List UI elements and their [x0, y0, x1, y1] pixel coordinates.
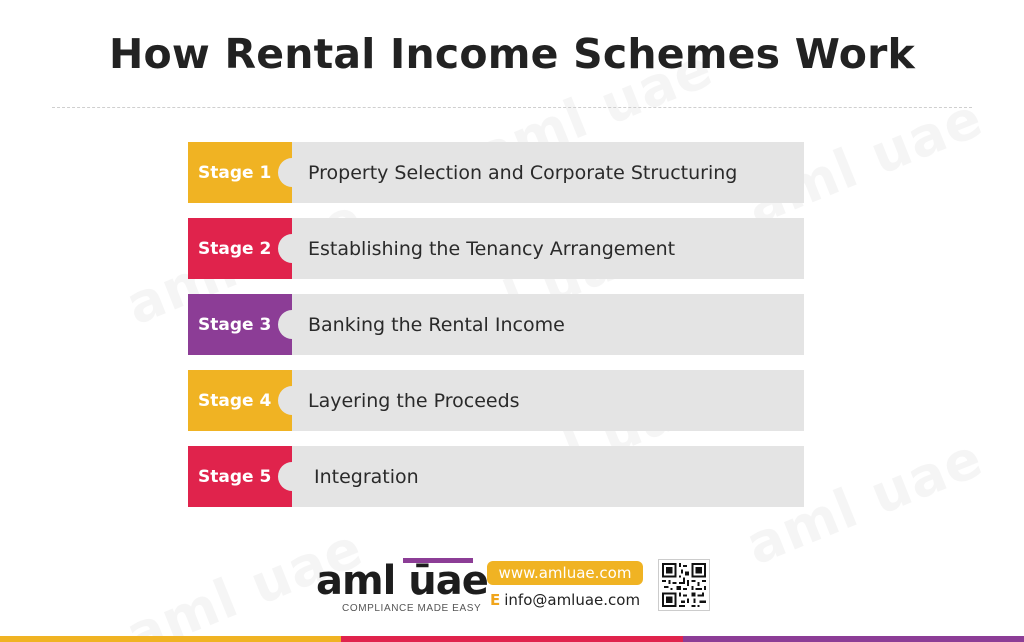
stage-description: Banking the Rental Income [292, 294, 804, 355]
stage-row-3: Stage 3 Banking the Rental Income [188, 294, 804, 355]
logo-wordmark: aml ūae [316, 558, 489, 604]
page-title: How Rental Income Schemes Work [109, 30, 915, 78]
stage-badge-2: Stage 2 [188, 218, 306, 279]
stage-badge-3: Stage 3 [188, 294, 306, 355]
stages-list: Stage 1 Property Selection and Corporate… [188, 142, 804, 507]
stage-label: Stage 2 [198, 238, 272, 259]
stripe-red [341, 636, 683, 642]
stage-description: Property Selection and Corporate Structu… [292, 142, 804, 203]
badge-notch [278, 462, 306, 491]
badge-notch [278, 310, 306, 339]
badge-notch [278, 158, 306, 187]
stage-badge-1: Stage 1 [188, 142, 306, 203]
stage-label: Stage 4 [198, 390, 272, 411]
stage-row-1: Stage 1 Property Selection and Corporate… [188, 142, 804, 203]
stage-description: Integration [292, 446, 804, 507]
brand-logo: aml ūae COMPLIANCE MADE EASY [316, 558, 489, 614]
stage-description: Layering the Proceeds [292, 370, 804, 431]
logo-tagline: COMPLIANCE MADE EASY [342, 603, 482, 614]
stage-row-5: Stage 5 Integration [188, 446, 804, 507]
website-link[interactable]: www.amluae.com [487, 561, 643, 585]
stripe-purple [682, 636, 1024, 642]
stage-badge-5: Stage 5 [188, 446, 306, 507]
logo-accent-bar [403, 558, 473, 563]
badge-notch [278, 386, 306, 415]
stage-row-4: Stage 4 Layering the Proceeds [188, 370, 804, 431]
stripe-yellow [0, 636, 342, 642]
title-divider [52, 107, 972, 108]
stage-label: Stage 5 [198, 466, 272, 487]
stage-row-2: Stage 2 Establishing the Tenancy Arrange… [188, 218, 804, 279]
stage-label: Stage 1 [198, 162, 272, 183]
email-address: info@amluae.com [504, 591, 641, 609]
email-prefix: E [490, 591, 501, 609]
bottom-color-stripe [0, 636, 1024, 642]
stage-description: Establishing the Tenancy Arrangement [292, 218, 804, 279]
qr-code-icon [658, 559, 710, 611]
badge-notch [278, 234, 306, 263]
stage-badge-4: Stage 4 [188, 370, 306, 431]
stage-label: Stage 3 [198, 314, 272, 335]
